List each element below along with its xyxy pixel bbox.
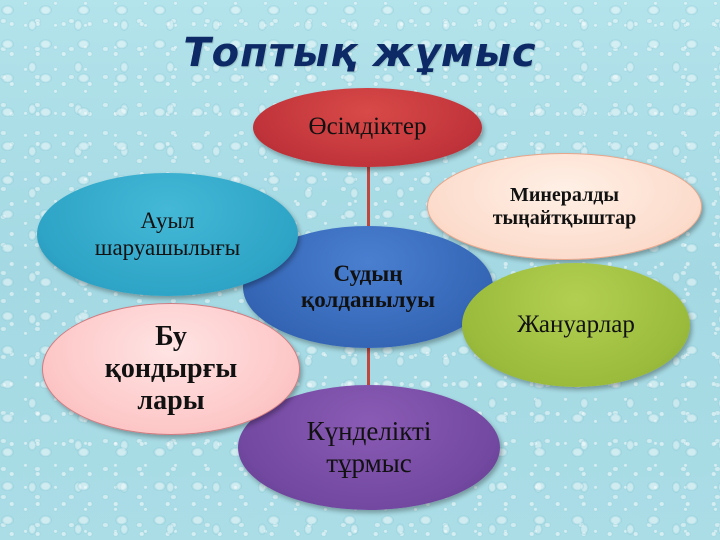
node-daily-life-label: Күнделікті тұрмыс — [306, 416, 432, 478]
node-animals: Жануарлар — [462, 263, 690, 387]
slide-title: Топтық жұмыс — [183, 30, 537, 76]
node-animals-label: Жануарлар — [517, 310, 635, 338]
node-center-label: Судың қолданылуы — [300, 260, 436, 312]
node-plants: Өсімдіктер — [253, 88, 482, 167]
node-agriculture: Ауыл шаруашылығы — [37, 173, 298, 296]
node-agriculture-label: Ауыл шаруашылығы — [94, 208, 241, 260]
node-fertilizers-label: Минералды тыңайтқыштар — [492, 183, 637, 229]
node-steam-plants-label: Бу қондырғы лары — [104, 320, 238, 417]
node-daily-life: Күнделікті тұрмыс — [238, 385, 500, 510]
node-fertilizers: Минералды тыңайтқыштар — [427, 153, 702, 260]
node-plants-label: Өсімдіктер — [308, 113, 427, 141]
connector-top — [367, 165, 370, 229]
node-steam-plants: Бу қондырғы лары — [42, 303, 300, 435]
connector-bottom — [367, 346, 370, 388]
